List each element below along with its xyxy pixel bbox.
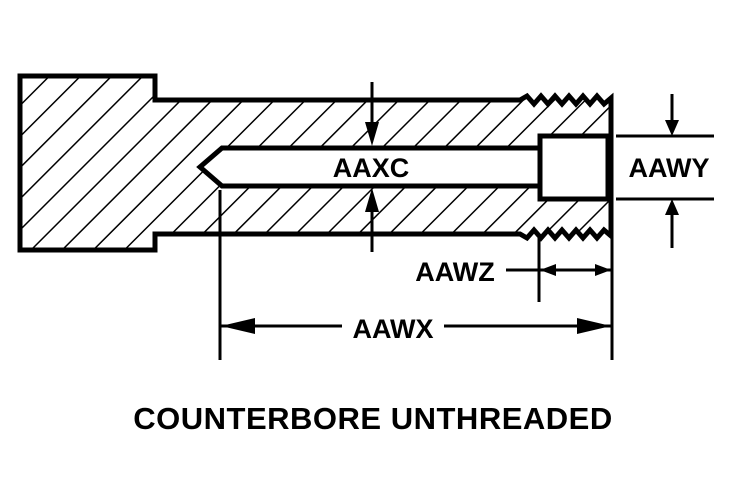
aawy-dimension xyxy=(616,94,714,248)
aawx-dimension xyxy=(221,318,611,334)
bore-cavity xyxy=(196,145,543,189)
aaxc-dimension xyxy=(365,82,379,252)
diagram-caption: COUNTERBORE UNTHREADED xyxy=(133,401,612,436)
label-aaxc: AAXC xyxy=(333,153,410,183)
label-aawz: AAWZ xyxy=(415,257,494,287)
counterbore-cavity xyxy=(537,133,611,202)
label-aawy: AAWY xyxy=(629,153,710,183)
aawz-dimension xyxy=(506,264,611,276)
label-aawx: AAWX xyxy=(353,314,434,344)
